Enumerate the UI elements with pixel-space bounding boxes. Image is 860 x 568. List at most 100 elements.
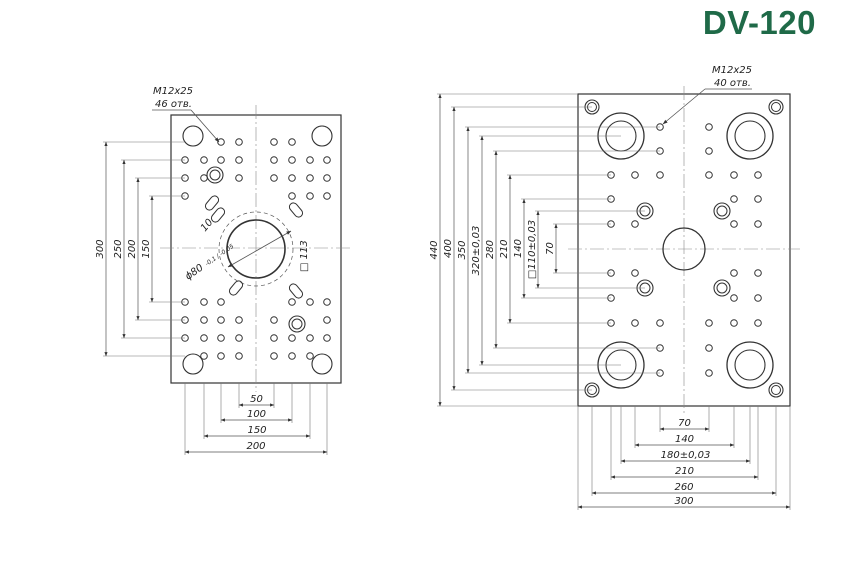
left-threaded-hole	[200, 156, 208, 164]
left-slot	[288, 283, 304, 299]
horizontal-dim-label: 150	[247, 425, 266, 436]
left-threaded-hole	[200, 352, 208, 360]
left-threaded-hole	[235, 138, 243, 146]
vertical-dim-label: 150	[141, 239, 152, 258]
right-threaded-hole	[754, 319, 762, 327]
left-threaded-hole	[235, 352, 243, 360]
right-small-bushings	[636, 202, 731, 297]
right-threaded-hole	[754, 171, 762, 179]
left-corner-hole	[182, 125, 204, 147]
vertical-dim-label: 210	[499, 239, 510, 258]
right-threaded-holes	[607, 123, 762, 377]
left-threaded-hole	[217, 334, 225, 342]
left-threaded-hole	[270, 138, 278, 146]
right-threaded-hole	[705, 123, 713, 131]
left-threaded-hole	[270, 156, 278, 164]
left-threaded-hole	[288, 298, 296, 306]
horizontal-dim-label: 200	[246, 441, 265, 452]
right-guide-bushings	[597, 112, 774, 389]
left-threaded-hole	[235, 156, 243, 164]
right-threaded-hole	[656, 171, 664, 179]
left-bore-dim: ϕ80	[183, 262, 205, 282]
vertical-dim-label: 320±0,03	[471, 226, 482, 276]
left-threaded-hole	[323, 316, 331, 324]
right-threaded-hole	[631, 171, 639, 179]
vertical-dim-label: 200	[127, 239, 138, 258]
left-threaded-hole	[217, 156, 225, 164]
left-threaded-hole	[235, 316, 243, 324]
horizontal-dim-label: 210	[675, 466, 694, 477]
left-threaded-hole	[217, 316, 225, 324]
left-threaded-hole	[323, 192, 331, 200]
vertical-dim-label: 70	[545, 242, 556, 255]
horizontal-dim-label: 300	[674, 496, 693, 507]
left-threaded-hole	[323, 298, 331, 306]
left-threaded-hole	[235, 334, 243, 342]
left-slot	[210, 207, 226, 223]
right-threaded-hole	[705, 344, 713, 352]
right-callout-leader	[662, 88, 706, 125]
left-threaded-hole	[288, 138, 296, 146]
horizontal-dim-label: 100	[247, 409, 266, 420]
right-horizontal-dimensions: 70 140 180±0,03 210 260 300	[577, 406, 791, 510]
left-slot	[228, 280, 244, 296]
left-bore-square-ring	[218, 211, 294, 287]
left-callout-count: 46 отв.	[155, 99, 192, 110]
left-threaded-hole	[270, 334, 278, 342]
left-horizontal-dimensions: 50 100 150 200	[184, 383, 328, 455]
right-threaded-hole	[631, 269, 639, 277]
left-threaded-hole	[288, 352, 296, 360]
left-threaded-hole	[200, 334, 208, 342]
left-threaded-hole	[200, 298, 208, 306]
left-threaded-hole	[323, 334, 331, 342]
left-slot	[288, 202, 304, 218]
left-threaded-hole	[288, 156, 296, 164]
left-threaded-hole	[306, 352, 314, 360]
vertical-dim-label: 400	[443, 239, 454, 258]
right-threaded-hole	[730, 171, 738, 179]
right-threaded-hole	[705, 319, 713, 327]
right-threaded-hole	[705, 369, 713, 377]
left-guide-bushing	[288, 315, 306, 333]
left-corner-hole	[311, 125, 333, 147]
vertical-dim-label: □110±0,03	[527, 220, 538, 279]
right-threaded-hole	[730, 294, 738, 302]
left-corner-hole	[182, 353, 204, 375]
left-threaded-hole	[200, 174, 208, 182]
left-threaded-hole	[306, 334, 314, 342]
right-callout-thread: M12x25	[712, 65, 752, 76]
right-threaded-hole	[754, 220, 762, 228]
left-guide-bushing-inner	[291, 318, 303, 330]
left-threaded-hole	[306, 192, 314, 200]
horizontal-dim-label: 180±0,03	[661, 450, 711, 461]
horizontal-dim-label: 140	[675, 434, 694, 445]
right-threaded-hole	[631, 319, 639, 327]
left-threaded-hole	[306, 298, 314, 306]
left-callout-thread: M12x25	[153, 86, 193, 97]
left-threaded-holes	[181, 138, 331, 360]
right-threaded-hole	[705, 147, 713, 155]
horizontal-dim-label: 50	[250, 394, 263, 405]
vertical-dim-label: 250	[113, 239, 124, 258]
left-threaded-hole	[217, 298, 225, 306]
left-bore-dim-line	[227, 230, 292, 268]
vertical-dim-label: 300	[95, 239, 106, 258]
left-plate: M12x25 46 отв. ϕ80 -0,1 / -0,05 10 □ 113…	[95, 86, 350, 455]
vertical-dim-label: 140	[513, 239, 524, 258]
left-threaded-hole	[235, 174, 243, 182]
left-threaded-hole	[270, 352, 278, 360]
right-threaded-hole	[730, 269, 738, 277]
left-guide-bushing	[206, 166, 224, 184]
horizontal-dim-label: 260	[674, 482, 693, 493]
horizontal-dim-label: 70	[678, 418, 691, 429]
right-threaded-hole	[730, 319, 738, 327]
drawing-title: DV-120	[702, 4, 816, 41]
left-threaded-hole	[288, 192, 296, 200]
right-central-hole	[662, 227, 706, 271]
right-threaded-hole	[631, 220, 639, 228]
left-callout-leader	[190, 109, 220, 143]
left-threaded-hole	[288, 334, 296, 342]
